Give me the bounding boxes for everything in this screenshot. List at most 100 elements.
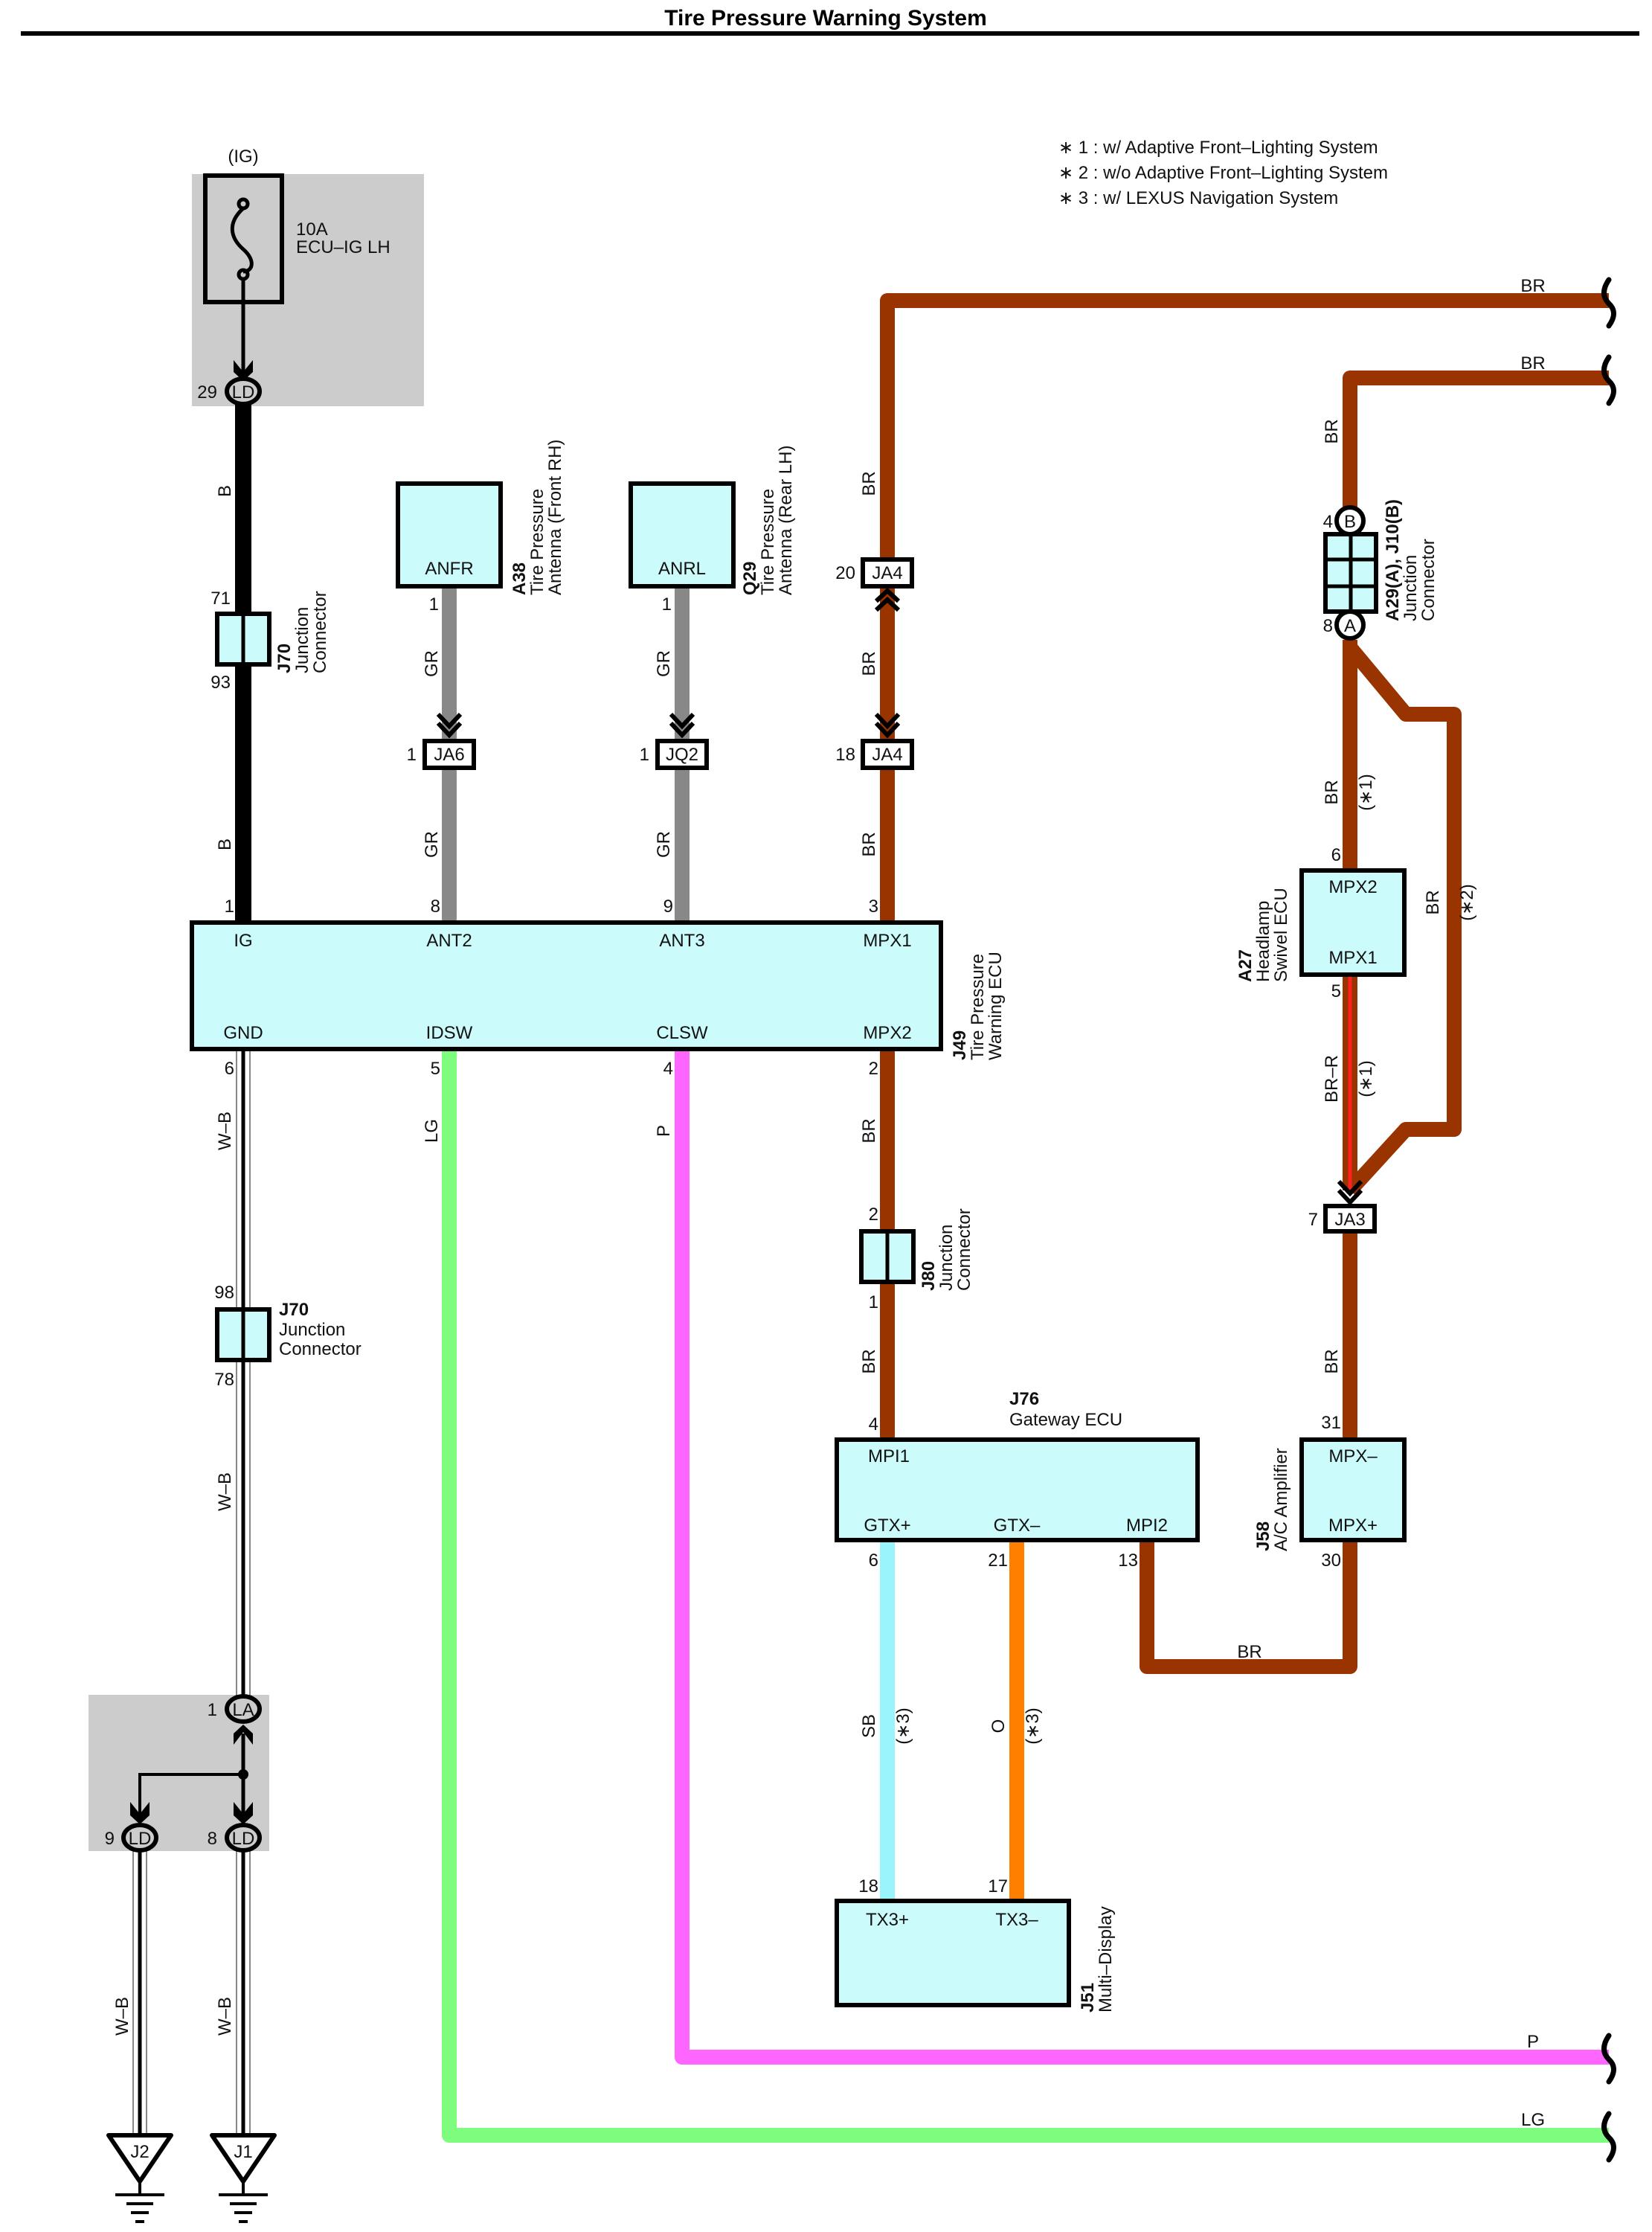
wire-label-br7: BR xyxy=(1322,419,1342,443)
svg-text:JQ2: JQ2 xyxy=(666,745,698,765)
svg-text:JA6: JA6 xyxy=(434,745,464,765)
ja4-top-connector[interactable]: JA4 xyxy=(861,557,914,589)
wire-br-bypass[interactable] xyxy=(1344,642,1462,1196)
chevron-up-icon xyxy=(874,587,901,612)
q29-name1: Tire Pressure xyxy=(758,489,778,595)
connector-ld-9[interactable]: LD xyxy=(121,1823,158,1853)
ja3-connector[interactable]: JA3 xyxy=(1323,1204,1377,1234)
j70-top-name2: Connector xyxy=(310,591,330,673)
j49-pin-mpx1: 3 xyxy=(869,897,878,917)
chevron-down-icon xyxy=(669,712,695,739)
arrow-down-icon xyxy=(234,360,253,381)
ja6-pin: 1 xyxy=(407,745,417,765)
arrow-down-icon xyxy=(130,1802,150,1824)
offpage-br2-icon xyxy=(1601,354,1616,406)
j49-term-mpx2: MPX2 xyxy=(863,1023,911,1043)
j76-gateway-ecu[interactable] xyxy=(835,1437,1200,1542)
fuse-source-label: (IG) xyxy=(228,147,258,167)
a38-antenna-box[interactable] xyxy=(396,481,503,589)
a27-term-mpx1: MPX1 xyxy=(1328,948,1377,968)
j58-term-mpxp: MPX+ xyxy=(1328,1516,1378,1536)
wire-br-mpx1[interactable] xyxy=(880,293,1609,923)
j70-bottom-name1: Junction xyxy=(279,1320,345,1340)
pin-98: 98 xyxy=(214,1283,234,1303)
wire-lg[interactable] xyxy=(442,1049,1609,2143)
a29-junction-connector[interactable]: B A xyxy=(1323,505,1378,641)
q29-pin: 1 xyxy=(662,594,672,615)
j70-bottom-connector[interactable] xyxy=(215,1307,271,1362)
j76-term-gtxm: GTX– xyxy=(994,1516,1041,1536)
a29-name2: Connector xyxy=(1418,539,1439,621)
ja3-pin: 7 xyxy=(1308,1210,1318,1230)
j58-pin-mpxm: 31 xyxy=(1321,1413,1341,1433)
a27-headlamp-swivel-ecu[interactable] xyxy=(1299,868,1407,977)
j76-pin-gtxm: 21 xyxy=(988,1550,1008,1571)
a27-term-mpx2: MPX2 xyxy=(1328,877,1377,897)
offpage-label-br2: BR xyxy=(1520,353,1545,373)
connector-ld-8[interactable]: LD xyxy=(225,1823,262,1853)
connector-la[interactable]: LA xyxy=(225,1694,262,1724)
wire-note-o: (∗3) xyxy=(1023,1707,1043,1744)
wire-label-br9: BR xyxy=(1423,890,1443,914)
title-rule xyxy=(21,31,1639,36)
a29-pin-b: 4 xyxy=(1323,512,1333,532)
wire-wb-j2[interactable] xyxy=(132,1850,147,2135)
j70-bottom-name2: Connector xyxy=(279,1339,361,1359)
ja6-connector[interactable]: JA6 xyxy=(422,739,476,770)
ground-j2-icon[interactable]: J2 xyxy=(106,2133,173,2223)
j51-pin-tx3p: 18 xyxy=(858,1876,878,1896)
j76-pin-mpi2: 13 xyxy=(1118,1550,1138,1571)
wire-label-br3: BR xyxy=(859,832,879,856)
jq2-pin: 1 xyxy=(640,745,649,765)
j49-pin-ant3: 9 xyxy=(663,897,673,917)
connector-ld-29[interactable]: LD xyxy=(225,376,262,406)
j49-pin-idsw: 5 xyxy=(431,1059,440,1079)
a38-name2: Antenna (Front RH) xyxy=(545,440,565,595)
a27-id: A27 xyxy=(1235,949,1256,982)
j70-top-connector[interactable] xyxy=(215,612,271,667)
svg-text:JA4: JA4 xyxy=(872,563,902,583)
a27-pin-mpx2: 6 xyxy=(1331,845,1341,865)
j49-tire-pressure-ecu[interactable] xyxy=(190,920,943,1051)
wire-label-b1: B xyxy=(215,485,235,497)
wire-wb-main[interactable] xyxy=(236,1048,251,1697)
j58-term-mpxm: MPX– xyxy=(1328,1446,1378,1466)
wire-br-a29[interactable] xyxy=(1343,371,1609,521)
splice-point xyxy=(238,1769,248,1780)
j76-term-mpi1: MPI1 xyxy=(868,1446,910,1466)
wire-note-sb: (∗3) xyxy=(893,1707,913,1744)
wire-label-br2: BR xyxy=(859,651,879,676)
offpage-lg-icon xyxy=(1601,2111,1616,2163)
ground-j1-icon[interactable]: J1 xyxy=(210,2133,277,2223)
j49-term-idsw: IDSW xyxy=(426,1023,473,1043)
q29-terminal: ANRL xyxy=(658,559,706,579)
wire-p[interactable] xyxy=(675,1049,1609,2065)
jq2-connector[interactable]: JQ2 xyxy=(655,739,709,770)
wire-note-1b: (∗1) xyxy=(1356,1060,1376,1097)
note-3: ∗ 3 : w/ LEXUS Navigation System xyxy=(1058,188,1338,208)
wire-label-br-r: BR–R xyxy=(1322,1055,1342,1103)
svg-text:LD: LD xyxy=(232,382,255,403)
ja4-bottom-connector[interactable]: JA4 xyxy=(861,739,914,770)
j76-id: J76 xyxy=(1009,1389,1039,1409)
wire-label-br1: BR xyxy=(859,471,879,496)
j80-connector[interactable] xyxy=(859,1229,916,1284)
wire-wb-j1[interactable] xyxy=(236,1850,251,2135)
j58-ac-amplifier[interactable] xyxy=(1299,1437,1407,1542)
j76-name: Gateway ECU xyxy=(1009,1410,1122,1430)
q29-name2: Antenna (Rear LH) xyxy=(776,446,796,595)
a27-name1: Headlamp xyxy=(1253,901,1273,982)
ja4-top-pin: 20 xyxy=(835,563,855,583)
note-2: ∗ 2 : w/o Adaptive Front–Lighting System xyxy=(1058,163,1388,183)
svg-text:LA: LA xyxy=(232,1700,254,1720)
j76-pin-gtxp: 6 xyxy=(869,1550,878,1571)
pin-29: 29 xyxy=(197,382,217,403)
j49-term-clsw: CLSW xyxy=(656,1023,708,1043)
arrow-up-icon xyxy=(234,1725,253,1745)
j51-multi-display[interactable] xyxy=(835,1899,1071,2007)
wire-label-br6: BR xyxy=(1237,1642,1262,1662)
q29-antenna-box[interactable] xyxy=(629,481,736,589)
notes-legend: ∗ 1 : w/ Adaptive Front–Lighting System … xyxy=(1058,138,1388,208)
wire-br-mpi2[interactable] xyxy=(1140,1540,1357,1674)
note-1: ∗ 1 : w/ Adaptive Front–Lighting System xyxy=(1058,138,1378,158)
